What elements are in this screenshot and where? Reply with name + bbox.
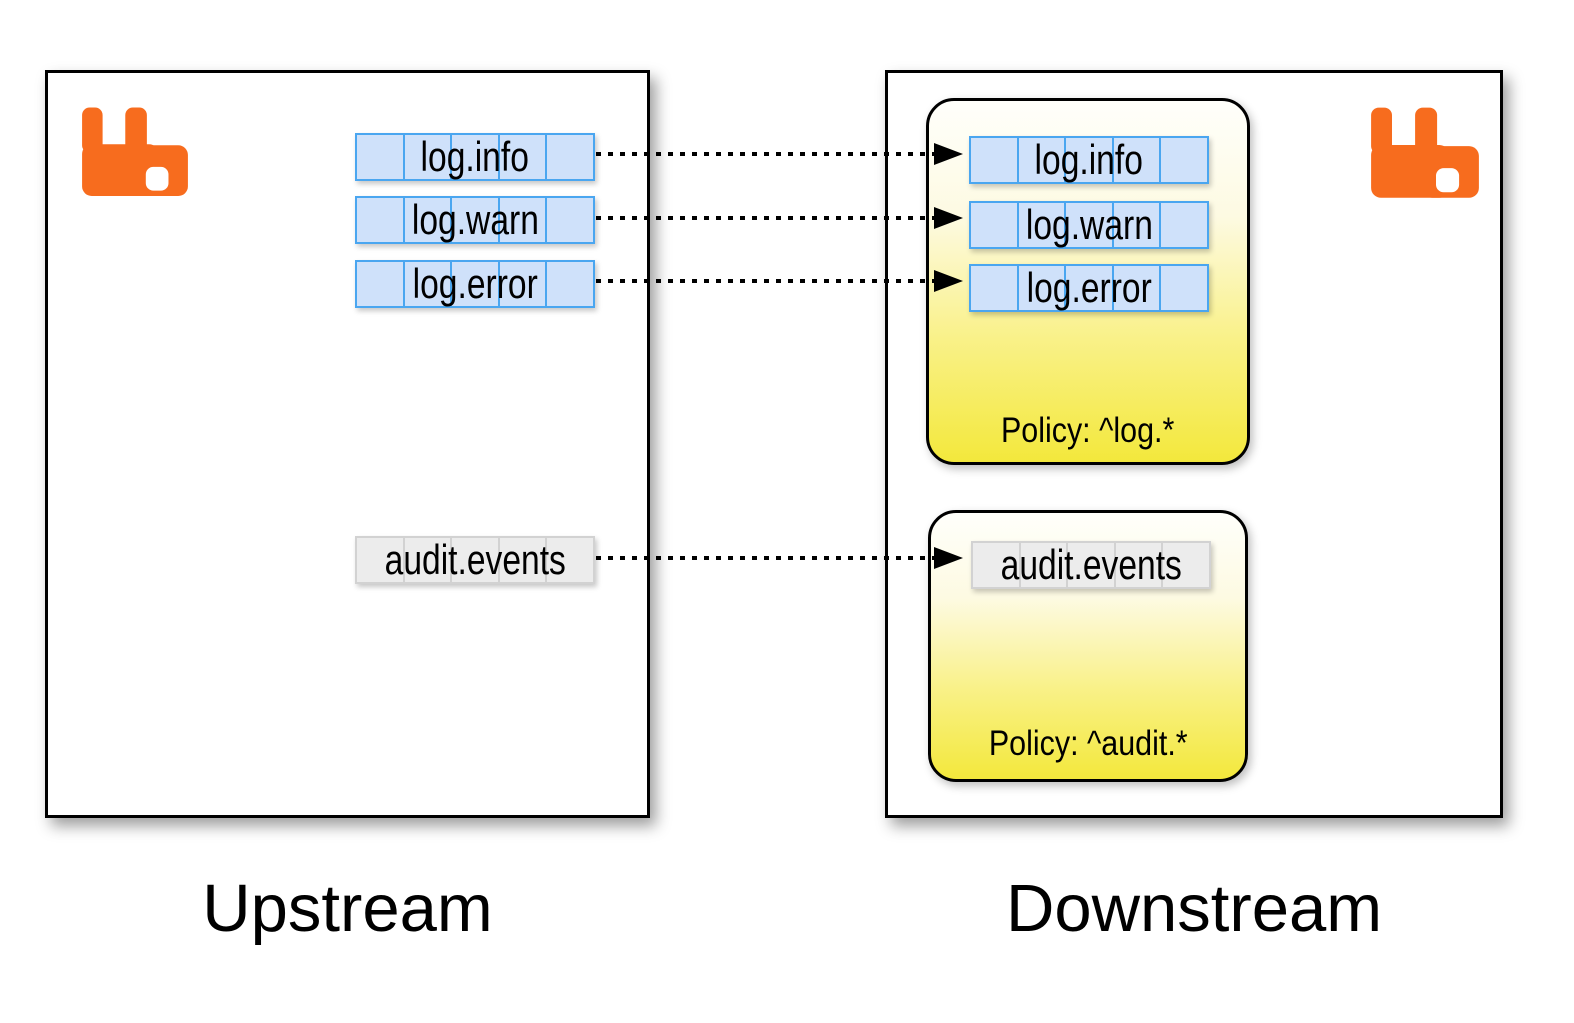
- queue-cell: [1159, 203, 1207, 247]
- queue-cell: [545, 538, 593, 582]
- queue-cell: [1111, 138, 1160, 182]
- queue-cell: [1159, 138, 1207, 182]
- queue-cell: [1111, 266, 1160, 310]
- federation-link-log-warn: [596, 216, 934, 220]
- queue-cell: [545, 262, 593, 306]
- queue-log-error: log.error: [355, 260, 595, 308]
- queue-log-error-federated: log.error: [969, 264, 1209, 312]
- queue-cell: [450, 538, 498, 582]
- queue-cell: [402, 538, 451, 582]
- federation-link-log-info: [596, 152, 934, 156]
- queue-label: log.error: [412, 260, 538, 307]
- policy-label: Policy: ^log.*: [1001, 411, 1175, 450]
- policy-panel-log: log.info log.warn log.error Policy: ^log…: [926, 98, 1250, 465]
- upstream-broker-box: log.info log.warn log.error audit.events: [45, 70, 650, 818]
- queue-cell: [1064, 138, 1112, 182]
- rabbitmq-logo-icon: [1370, 101, 1480, 211]
- queue-cell: [1066, 543, 1114, 587]
- queue-cell: [450, 135, 498, 179]
- queue-cell: [1064, 266, 1112, 310]
- queue-label: log.warn: [1025, 201, 1153, 248]
- queue-cell: [545, 135, 593, 179]
- federation-link-log-error: [596, 279, 934, 283]
- rabbitmq-logo-icon: [81, 101, 189, 209]
- queue-cell: [1016, 266, 1065, 310]
- arrowhead-icon: [934, 270, 963, 292]
- downstream-label: Downstream: [1005, 871, 1383, 946]
- queue-cell: [497, 538, 546, 582]
- queue-label: audit.events: [1000, 541, 1182, 588]
- queue-log-info: log.info: [355, 133, 595, 181]
- queue-cell: [545, 198, 593, 242]
- queue-log-warn-federated: log.warn: [969, 201, 1209, 249]
- queue-label: log.error: [1026, 264, 1152, 311]
- queue-cell: [497, 262, 546, 306]
- queue-cell: [1159, 266, 1207, 310]
- queue-audit-events-federated: audit.events: [971, 541, 1211, 589]
- queue-audit-events: audit.events: [355, 536, 595, 584]
- downstream-broker-box: log.info log.warn log.error Policy: ^log…: [885, 70, 1503, 818]
- queue-cell: [1016, 203, 1065, 247]
- queue-cell: [1113, 543, 1162, 587]
- queue-label: log.warn: [411, 196, 539, 243]
- queue-log-info-federated: log.info: [969, 136, 1209, 184]
- rabbitmq-logo-svg: [82, 107, 188, 197]
- queue-cell: [402, 198, 451, 242]
- queue-cell: [1018, 543, 1067, 587]
- queue-cell: [1016, 138, 1065, 182]
- rabbitmq-logo-svg: [1371, 107, 1479, 198]
- queue-cell: [402, 262, 451, 306]
- queue-cell: [1161, 543, 1209, 587]
- queue-cell: [1111, 203, 1160, 247]
- queue-cell: [450, 262, 498, 306]
- queue-label: log.info: [420, 133, 530, 180]
- queue-cell: [1064, 203, 1112, 247]
- policy-label: Policy: ^audit.*: [988, 724, 1188, 763]
- queue-label: log.info: [1034, 136, 1144, 183]
- federation-link-audit-events: [596, 556, 934, 560]
- arrowhead-icon: [934, 547, 963, 569]
- queue-cell: [497, 198, 546, 242]
- arrowhead-icon: [934, 207, 963, 229]
- arrowhead-icon: [934, 143, 963, 165]
- queue-cell: [497, 135, 546, 179]
- queue-cell: [402, 135, 451, 179]
- queue-label: audit.events: [384, 536, 566, 583]
- upstream-label: Upstream: [202, 871, 493, 946]
- queue-log-warn: log.warn: [355, 196, 595, 244]
- queue-cell: [450, 198, 498, 242]
- policy-panel-audit: audit.events Policy: ^audit.*: [928, 510, 1248, 782]
